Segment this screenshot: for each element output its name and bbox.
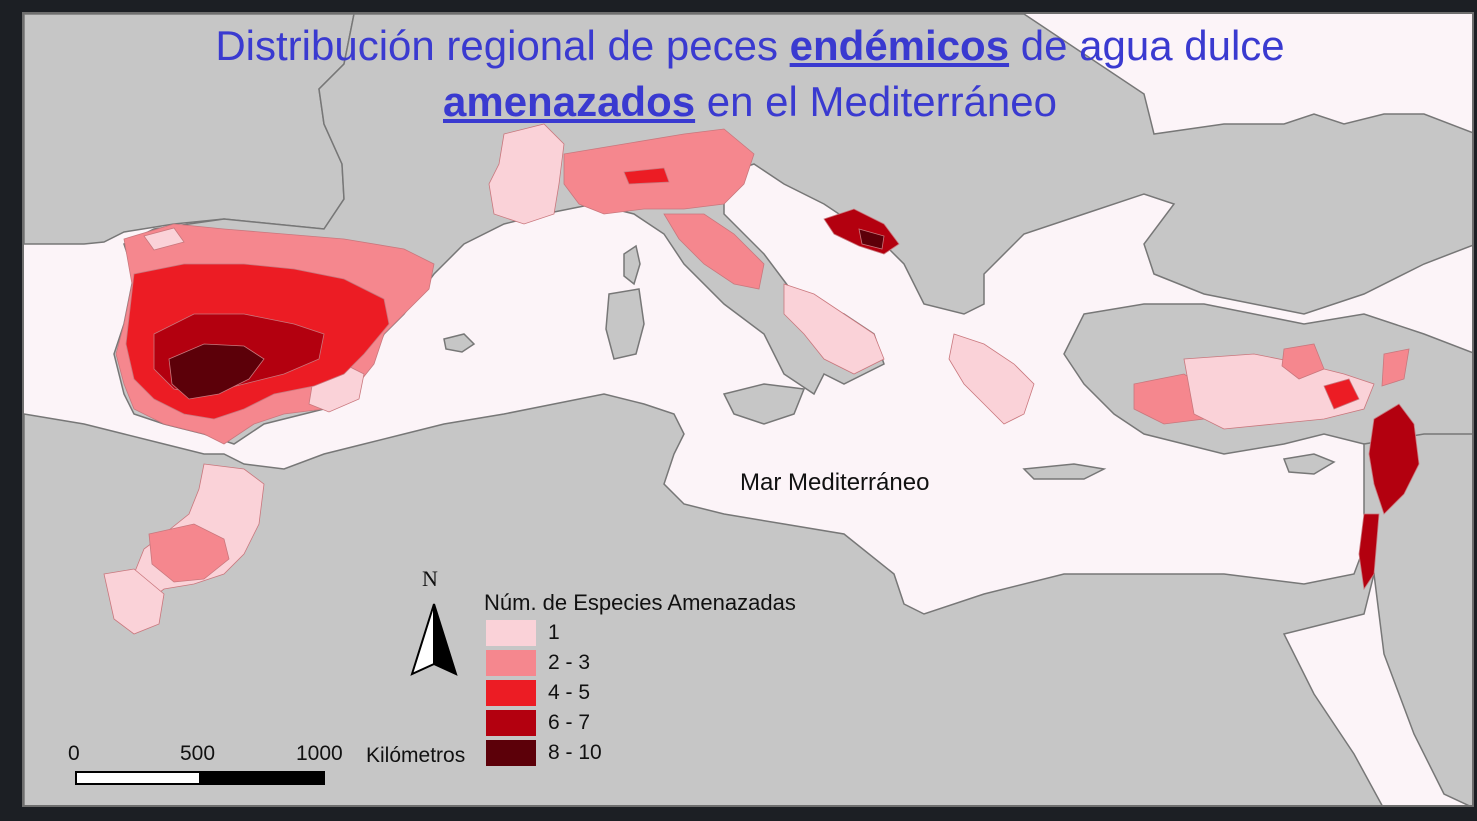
scale-tick-0: 0 <box>68 742 80 765</box>
legend-swatch <box>486 620 536 646</box>
north-arrow-label: N <box>422 566 438 591</box>
title-line1-post: de agua dulce <box>1009 22 1285 69</box>
title-line2-post: en el Mediterráneo <box>695 78 1057 125</box>
land-north-africa <box>24 393 1383 805</box>
north-arrow-right <box>433 603 458 676</box>
scale-tick-500: 500 <box>180 742 216 765</box>
region-anatolia-east <box>1381 348 1410 387</box>
land-sicily <box>722 383 806 425</box>
region-morocco-south <box>103 568 165 635</box>
region-anatolia-red <box>1323 378 1360 410</box>
legend-label: 6 - 7 <box>548 711 591 734</box>
page-title-line-1: Distribución regional de peces endémicos… <box>24 18 1472 74</box>
region-balkans <box>948 333 1035 425</box>
map-frame: Distribución regional de peces endémicos… <box>22 12 1474 807</box>
legend-swatch <box>486 710 536 736</box>
legend-label: 2 - 3 <box>548 651 591 674</box>
scale-unit: Kilómetros <box>366 744 466 767</box>
region-levant <box>1368 403 1420 515</box>
title-line1-emph: endémicos <box>789 22 1010 69</box>
land-sardinia <box>605 288 645 360</box>
region-levant-south <box>1358 513 1380 591</box>
region-morocco-mid <box>148 523 230 583</box>
legend-swatch <box>486 740 536 766</box>
title-line1-pre: Distribución regional de peces <box>215 22 790 69</box>
land-cyprus <box>1282 453 1336 475</box>
legend-label: 4 - 5 <box>548 681 591 704</box>
species-regions <box>103 123 1420 635</box>
land-balearic <box>443 333 476 353</box>
region-anatolia-mid <box>1281 343 1325 380</box>
page-title-line-2: amenazados en el Mediterráneo <box>24 74 1472 130</box>
title-line2-emph: amenazados <box>443 78 696 125</box>
scale-tick-1000: 1000 <box>296 742 343 765</box>
region-south-italy <box>783 283 885 375</box>
region-central-italy <box>663 213 765 290</box>
region-iberia-light-north <box>143 227 185 251</box>
sea-label: Mar Mediterráneo <box>740 469 930 496</box>
scale-bar-segment-1 <box>75 771 201 785</box>
region-north-italy-core <box>623 167 670 185</box>
legend-swatch <box>486 650 536 676</box>
legend-label: 1 <box>548 621 560 644</box>
scale-bar <box>75 771 325 785</box>
land-crete <box>1022 463 1107 480</box>
map-canvas <box>24 14 1472 805</box>
land-corsica <box>623 244 641 286</box>
region-france <box>488 123 565 225</box>
land-europe <box>113 14 1472 445</box>
scale-bar-segment-2 <box>199 771 325 785</box>
north-arrow <box>410 603 458 676</box>
legend-label: 8 - 10 <box>548 741 602 764</box>
legend-swatch <box>486 680 536 706</box>
legend-title: Núm. de Especies Amenazadas <box>484 590 796 615</box>
region-dalmatia-darkest <box>858 228 885 250</box>
region-iberia-darkest <box>168 343 265 400</box>
